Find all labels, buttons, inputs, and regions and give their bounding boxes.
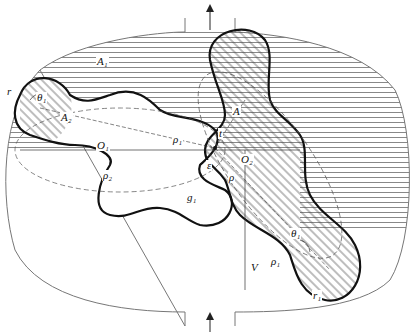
contact-point: [213, 146, 217, 150]
outlet-arrow: [206, 4, 214, 12]
symbol-label: θ₁: [290, 228, 301, 239]
symbol-label: ε: [206, 160, 212, 171]
symbol-label: ρ₂: [102, 170, 113, 181]
symbol-label: O₁: [96, 140, 110, 151]
symbol-label: A: [232, 106, 241, 117]
right-rotor: [205, 30, 360, 301]
symbol-label: V: [250, 262, 259, 273]
symbol-label: r: [6, 86, 12, 97]
symbol-label: t: [218, 128, 223, 139]
construction-line: [215, 148, 330, 270]
inlet-arrow: [206, 312, 214, 320]
pitch-curve: [173, 51, 368, 279]
symbol-label: ρ₁: [172, 134, 183, 145]
symbol-label: ρ₁: [270, 256, 281, 267]
symbol-label: O₂: [240, 154, 254, 165]
angle-arc: [300, 240, 310, 252]
symbol-label: A₂: [60, 112, 73, 123]
housing-outline: [6, 18, 410, 326]
center-line: [20, 150, 300, 151]
left-rotor: [15, 78, 232, 225]
symbol-label: A₁: [96, 56, 109, 67]
construction-line: [40, 108, 215, 148]
construction-line: [245, 150, 246, 290]
rotor-hatch: [20, 78, 72, 140]
symbol-label: θ₁: [36, 92, 47, 103]
symbol-label: r₁: [312, 290, 322, 301]
symbol-label: g₁: [186, 192, 197, 203]
symbol-label: ρ: [228, 172, 235, 183]
construction-line: [215, 100, 245, 148]
